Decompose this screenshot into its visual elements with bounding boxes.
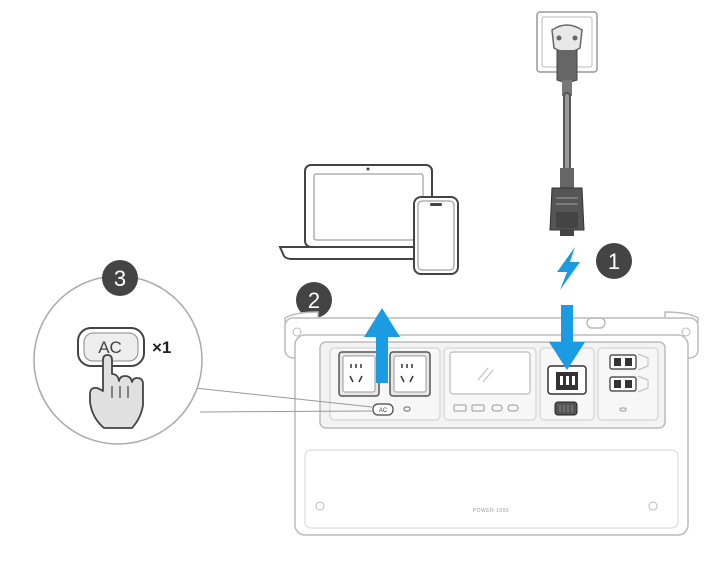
wall-socket-icon — [536, 11, 598, 73]
ac-outlet-left — [338, 351, 380, 397]
callout-leader — [194, 387, 373, 413]
callout-ac-label: AC — [98, 338, 122, 357]
step-badge-2: 2 — [296, 282, 332, 318]
ac-plug-icon — [549, 187, 585, 236]
xt-charge-port — [554, 401, 578, 416]
lightning-icon — [557, 247, 580, 290]
input-arrow-down — [549, 305, 585, 370]
dc-port-bottom — [609, 375, 649, 393]
step-badge-1: 1 — [596, 243, 632, 279]
step-number-1: 1 — [608, 249, 620, 274]
step-number-2: 2 — [308, 288, 320, 313]
usb-ports — [453, 404, 519, 412]
power-station: AC — [284, 311, 699, 536]
ac-input-port — [547, 365, 587, 395]
panel-ac-label: AC — [379, 408, 388, 414]
press-count: ×1 — [152, 338, 171, 357]
step-number-3: 3 — [114, 266, 126, 291]
display-screen — [449, 351, 531, 395]
power-cable — [556, 50, 578, 188]
panel-ac-button[interactable]: AC — [372, 403, 394, 416]
model-label: POWER 1000 — [473, 508, 509, 514]
step-badge-3: 3 — [102, 260, 138, 296]
phone-icon — [413, 196, 459, 275]
ac-outlet-right — [389, 351, 431, 397]
dc-port-top — [609, 353, 649, 371]
output-arrow-up — [364, 308, 400, 383]
hand-press-icon — [89, 354, 144, 429]
